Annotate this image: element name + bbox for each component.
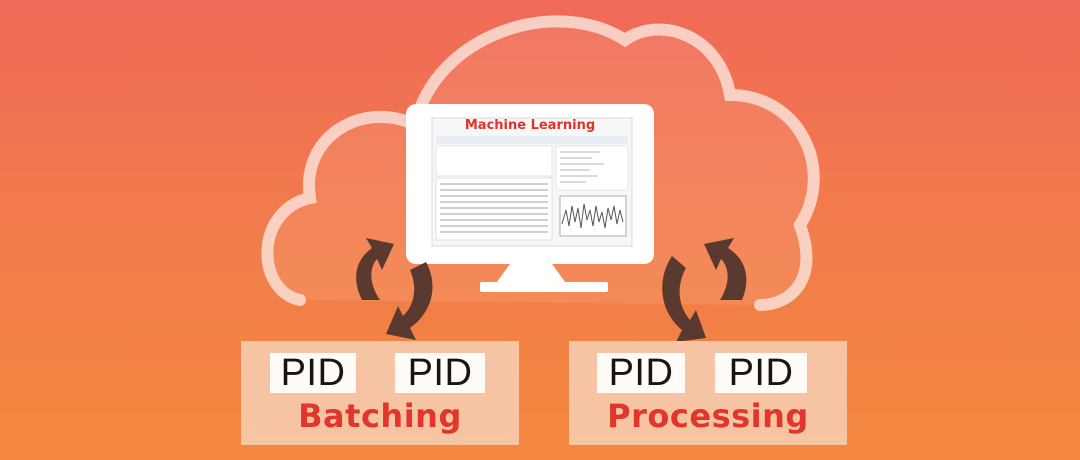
batching-label: Batching — [298, 397, 462, 435]
left-cycle-arrows-icon — [356, 238, 433, 340]
pid-label: PID — [395, 353, 485, 393]
pid-label: PID — [270, 353, 356, 393]
screen-title: Machine Learning — [465, 118, 595, 133]
processing-group: PID PID Processing — [569, 341, 847, 445]
pid-label: PID — [597, 353, 685, 393]
processing-label: Processing — [607, 397, 809, 435]
pid-label: PID — [715, 353, 807, 393]
ml-software-screen — [435, 136, 629, 241]
right-cycle-arrows-icon — [662, 238, 747, 342]
batching-group: PID PID Batching — [241, 341, 519, 445]
